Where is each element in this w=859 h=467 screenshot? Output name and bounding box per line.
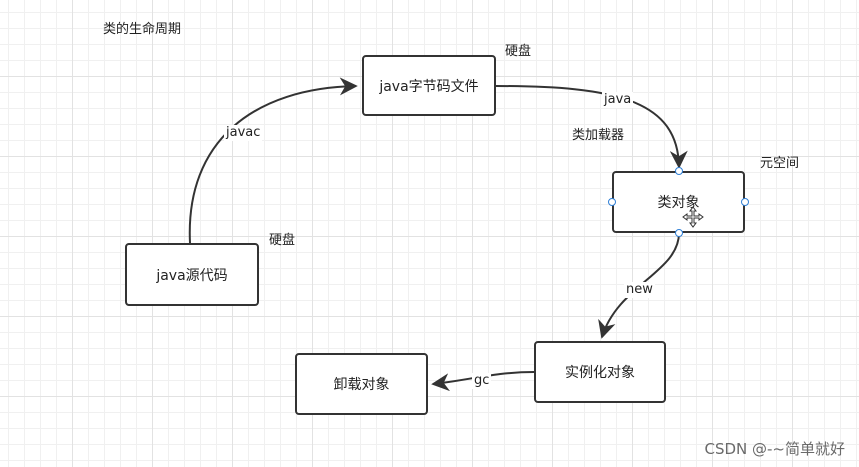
node-unload-object[interactable]: 卸载对象	[295, 353, 428, 415]
node-source-code[interactable]: java源代码	[125, 243, 259, 306]
edge-label-java: java	[602, 92, 634, 108]
annotation-classloader: 类加载器	[572, 128, 625, 143]
node-class-object[interactable]: 类对象	[612, 171, 745, 233]
edge-new[interactable]	[598, 232, 680, 339]
selection-handle-left[interactable]	[608, 198, 616, 206]
move-cursor-icon	[682, 206, 704, 228]
edge-javac[interactable]	[188, 77, 358, 244]
selection-handle-right[interactable]	[741, 198, 749, 206]
selection-handle-bottom[interactable]	[675, 229, 683, 237]
annotation-disk-top: 硬盘	[505, 44, 532, 59]
node-instance-object[interactable]: 实例化对象	[534, 341, 666, 403]
edge-label-new: new	[624, 282, 655, 298]
annotation-metaspace: 元空间	[760, 156, 800, 171]
selection-handle-top[interactable]	[675, 167, 683, 175]
edge-label-javac: javac	[224, 125, 263, 141]
annotation-disk-left: 硬盘	[269, 233, 296, 248]
node-bytecode-file[interactable]: java字节码文件	[362, 55, 496, 116]
watermark: CSDN @-~简单就好	[704, 440, 845, 458]
diagram-title: 类的生命周期	[103, 22, 182, 37]
edge-label-gc: gc	[472, 373, 492, 389]
